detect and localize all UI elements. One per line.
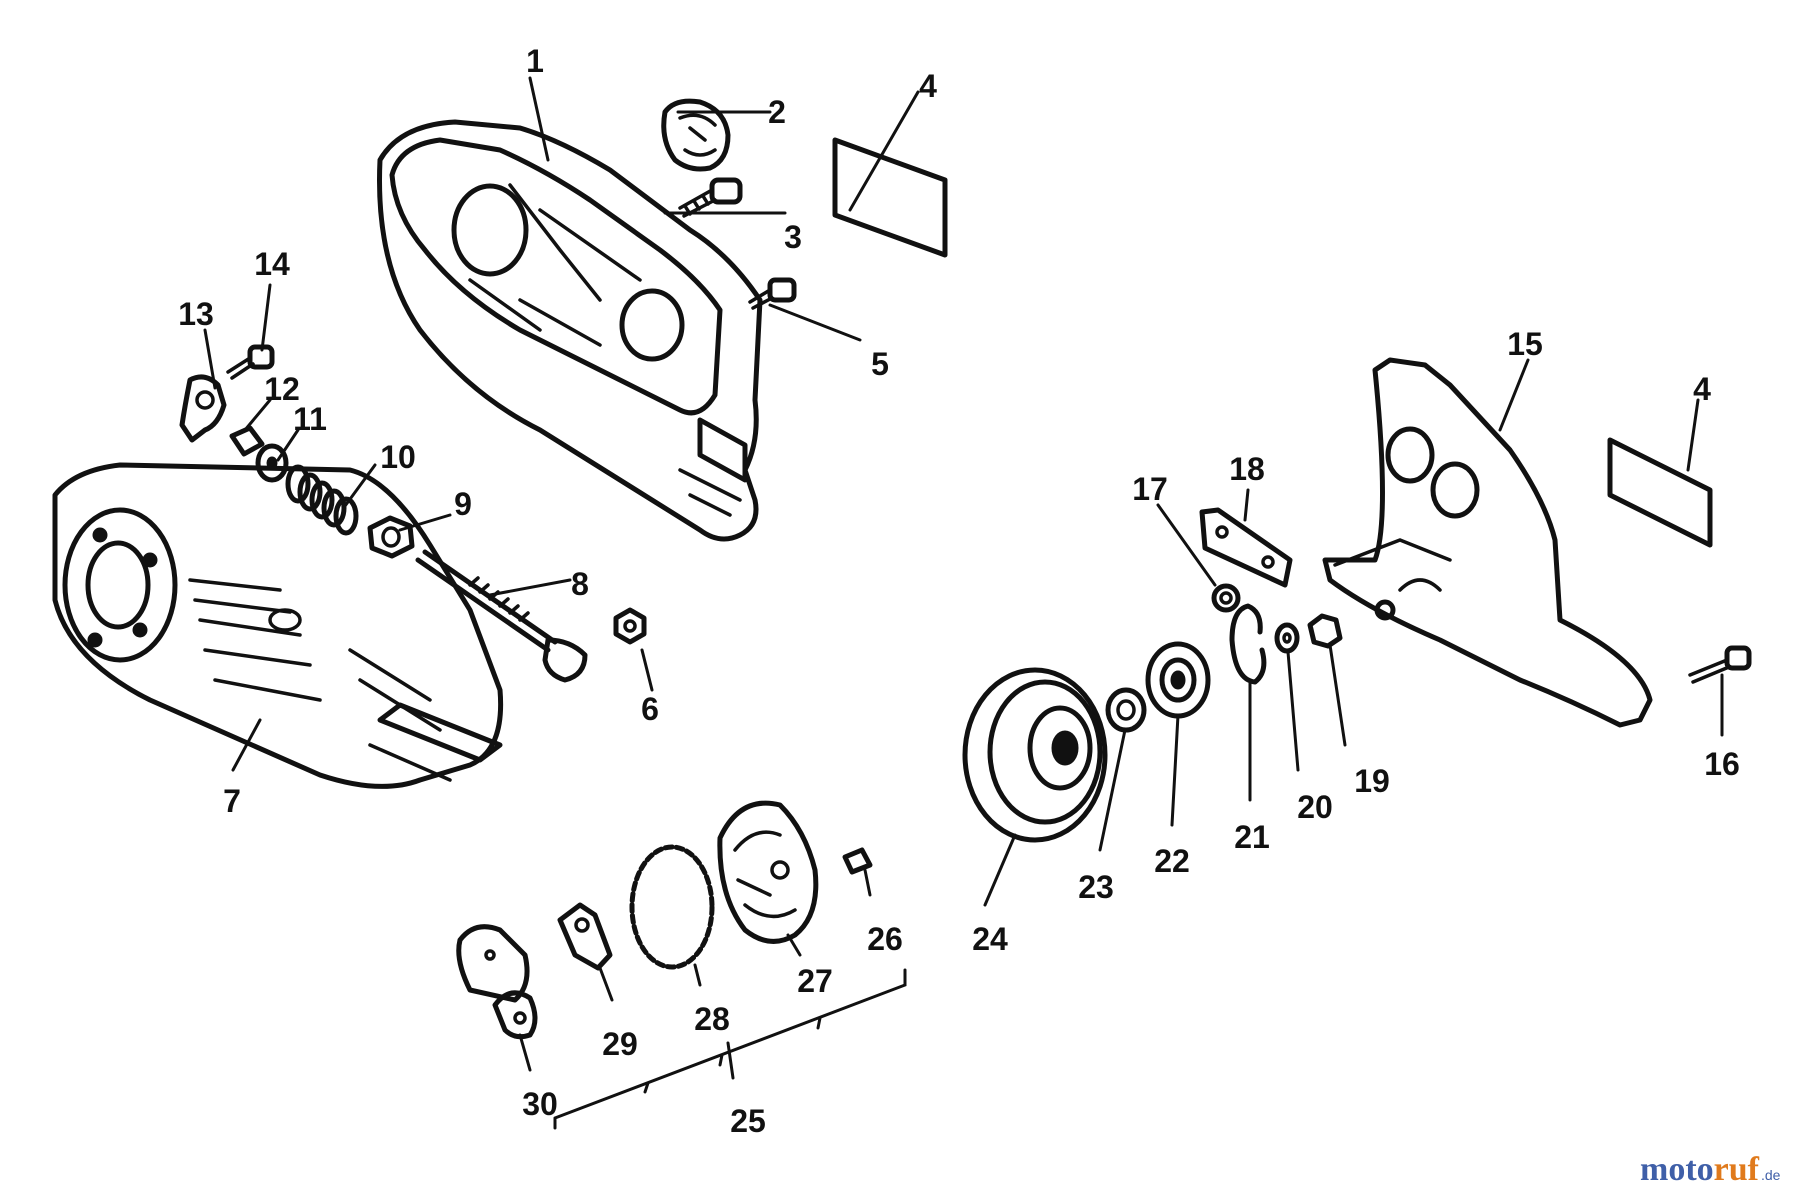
part-28-spring-ring (629, 844, 715, 970)
callout-19: 19 (1354, 763, 1390, 799)
part-7-lower-arm (52, 462, 504, 789)
part-2-cap-nut (661, 98, 731, 172)
callout-12: 12 (264, 371, 300, 407)
callout-20: 20 (1297, 789, 1333, 825)
callout-4-upper: 4 (919, 68, 937, 104)
part-8-tension-rod (415, 549, 588, 683)
callout-13: 13 (178, 296, 214, 332)
callout-7: 7 (223, 783, 241, 819)
part-4-label-right (1607, 437, 1713, 548)
part-22-bearing (1145, 641, 1211, 719)
part-18-plate (1199, 507, 1293, 588)
part-1-upper-guard (377, 119, 763, 542)
callout-14: 14 (254, 246, 290, 282)
part-10-spring (285, 464, 359, 536)
part-15-belt-guard (1322, 357, 1653, 728)
callout-3: 3 (784, 219, 802, 255)
callout-23: 23 (1078, 869, 1114, 905)
callout-5: 5 (871, 346, 889, 382)
callout-10: 10 (380, 439, 416, 475)
callout-17: 17 (1132, 471, 1168, 507)
callout-26: 26 (867, 921, 903, 957)
part-30-clutch-shoes (456, 924, 538, 1040)
callout-28: 28 (694, 1001, 730, 1037)
callout-8: 8 (571, 566, 589, 602)
callout-18: 18 (1229, 451, 1265, 487)
part-6-nut (613, 607, 647, 645)
svg-text:motoruf.de: motoruf.de (1640, 1151, 1781, 1188)
leader-lines (203, 76, 1724, 1130)
callout-21: 21 (1234, 819, 1270, 855)
callout-11: 11 (293, 401, 327, 437)
part-13-bracket (179, 374, 227, 443)
part-19-nut (1307, 613, 1343, 649)
part-16-screw (1688, 645, 1752, 684)
callout-9: 9 (454, 486, 472, 522)
part-4-label-upper (832, 137, 948, 258)
watermark-part1: moto (1640, 1151, 1714, 1188)
callout-25: 25 (730, 1103, 766, 1139)
callout-29: 29 (602, 1026, 638, 1062)
part-29-clip (557, 902, 613, 971)
part-17-nut (1211, 583, 1241, 613)
part-3-screw (678, 177, 743, 218)
callout-24: 24 (972, 921, 1008, 957)
callout-15: 15 (1507, 326, 1543, 362)
callout-30: 30 (522, 1086, 558, 1122)
part-23-bushing (1105, 687, 1147, 733)
callout-1: 1 (526, 43, 544, 79)
part-5-screw (748, 277, 797, 310)
watermark-suffix: .de (1761, 1167, 1781, 1183)
part-12-sleeve (229, 425, 265, 457)
watermark-logo: motoruf.de (1640, 1151, 1781, 1188)
callout-6: 6 (641, 691, 659, 727)
part-21-snap-ring (1229, 603, 1267, 685)
callout-22: 22 (1154, 843, 1190, 879)
callout-27: 27 (797, 963, 833, 999)
part-20-washer (1274, 622, 1300, 654)
part-24-pulley (962, 667, 1108, 843)
callout-2: 2 (768, 94, 786, 130)
part-26-screw (842, 847, 873, 875)
callout-16: 16 (1704, 746, 1740, 782)
callout-labels: 1 2 3 4 5 6 7 8 9 10 11 12 13 14 15 4 16… (178, 43, 1740, 1139)
part-27-clutch (717, 800, 819, 944)
watermark-part2: ruf (1714, 1151, 1760, 1188)
callout-4-right: 4 (1693, 371, 1711, 407)
part-11-washer (255, 443, 289, 483)
part-9-nut (367, 515, 415, 559)
